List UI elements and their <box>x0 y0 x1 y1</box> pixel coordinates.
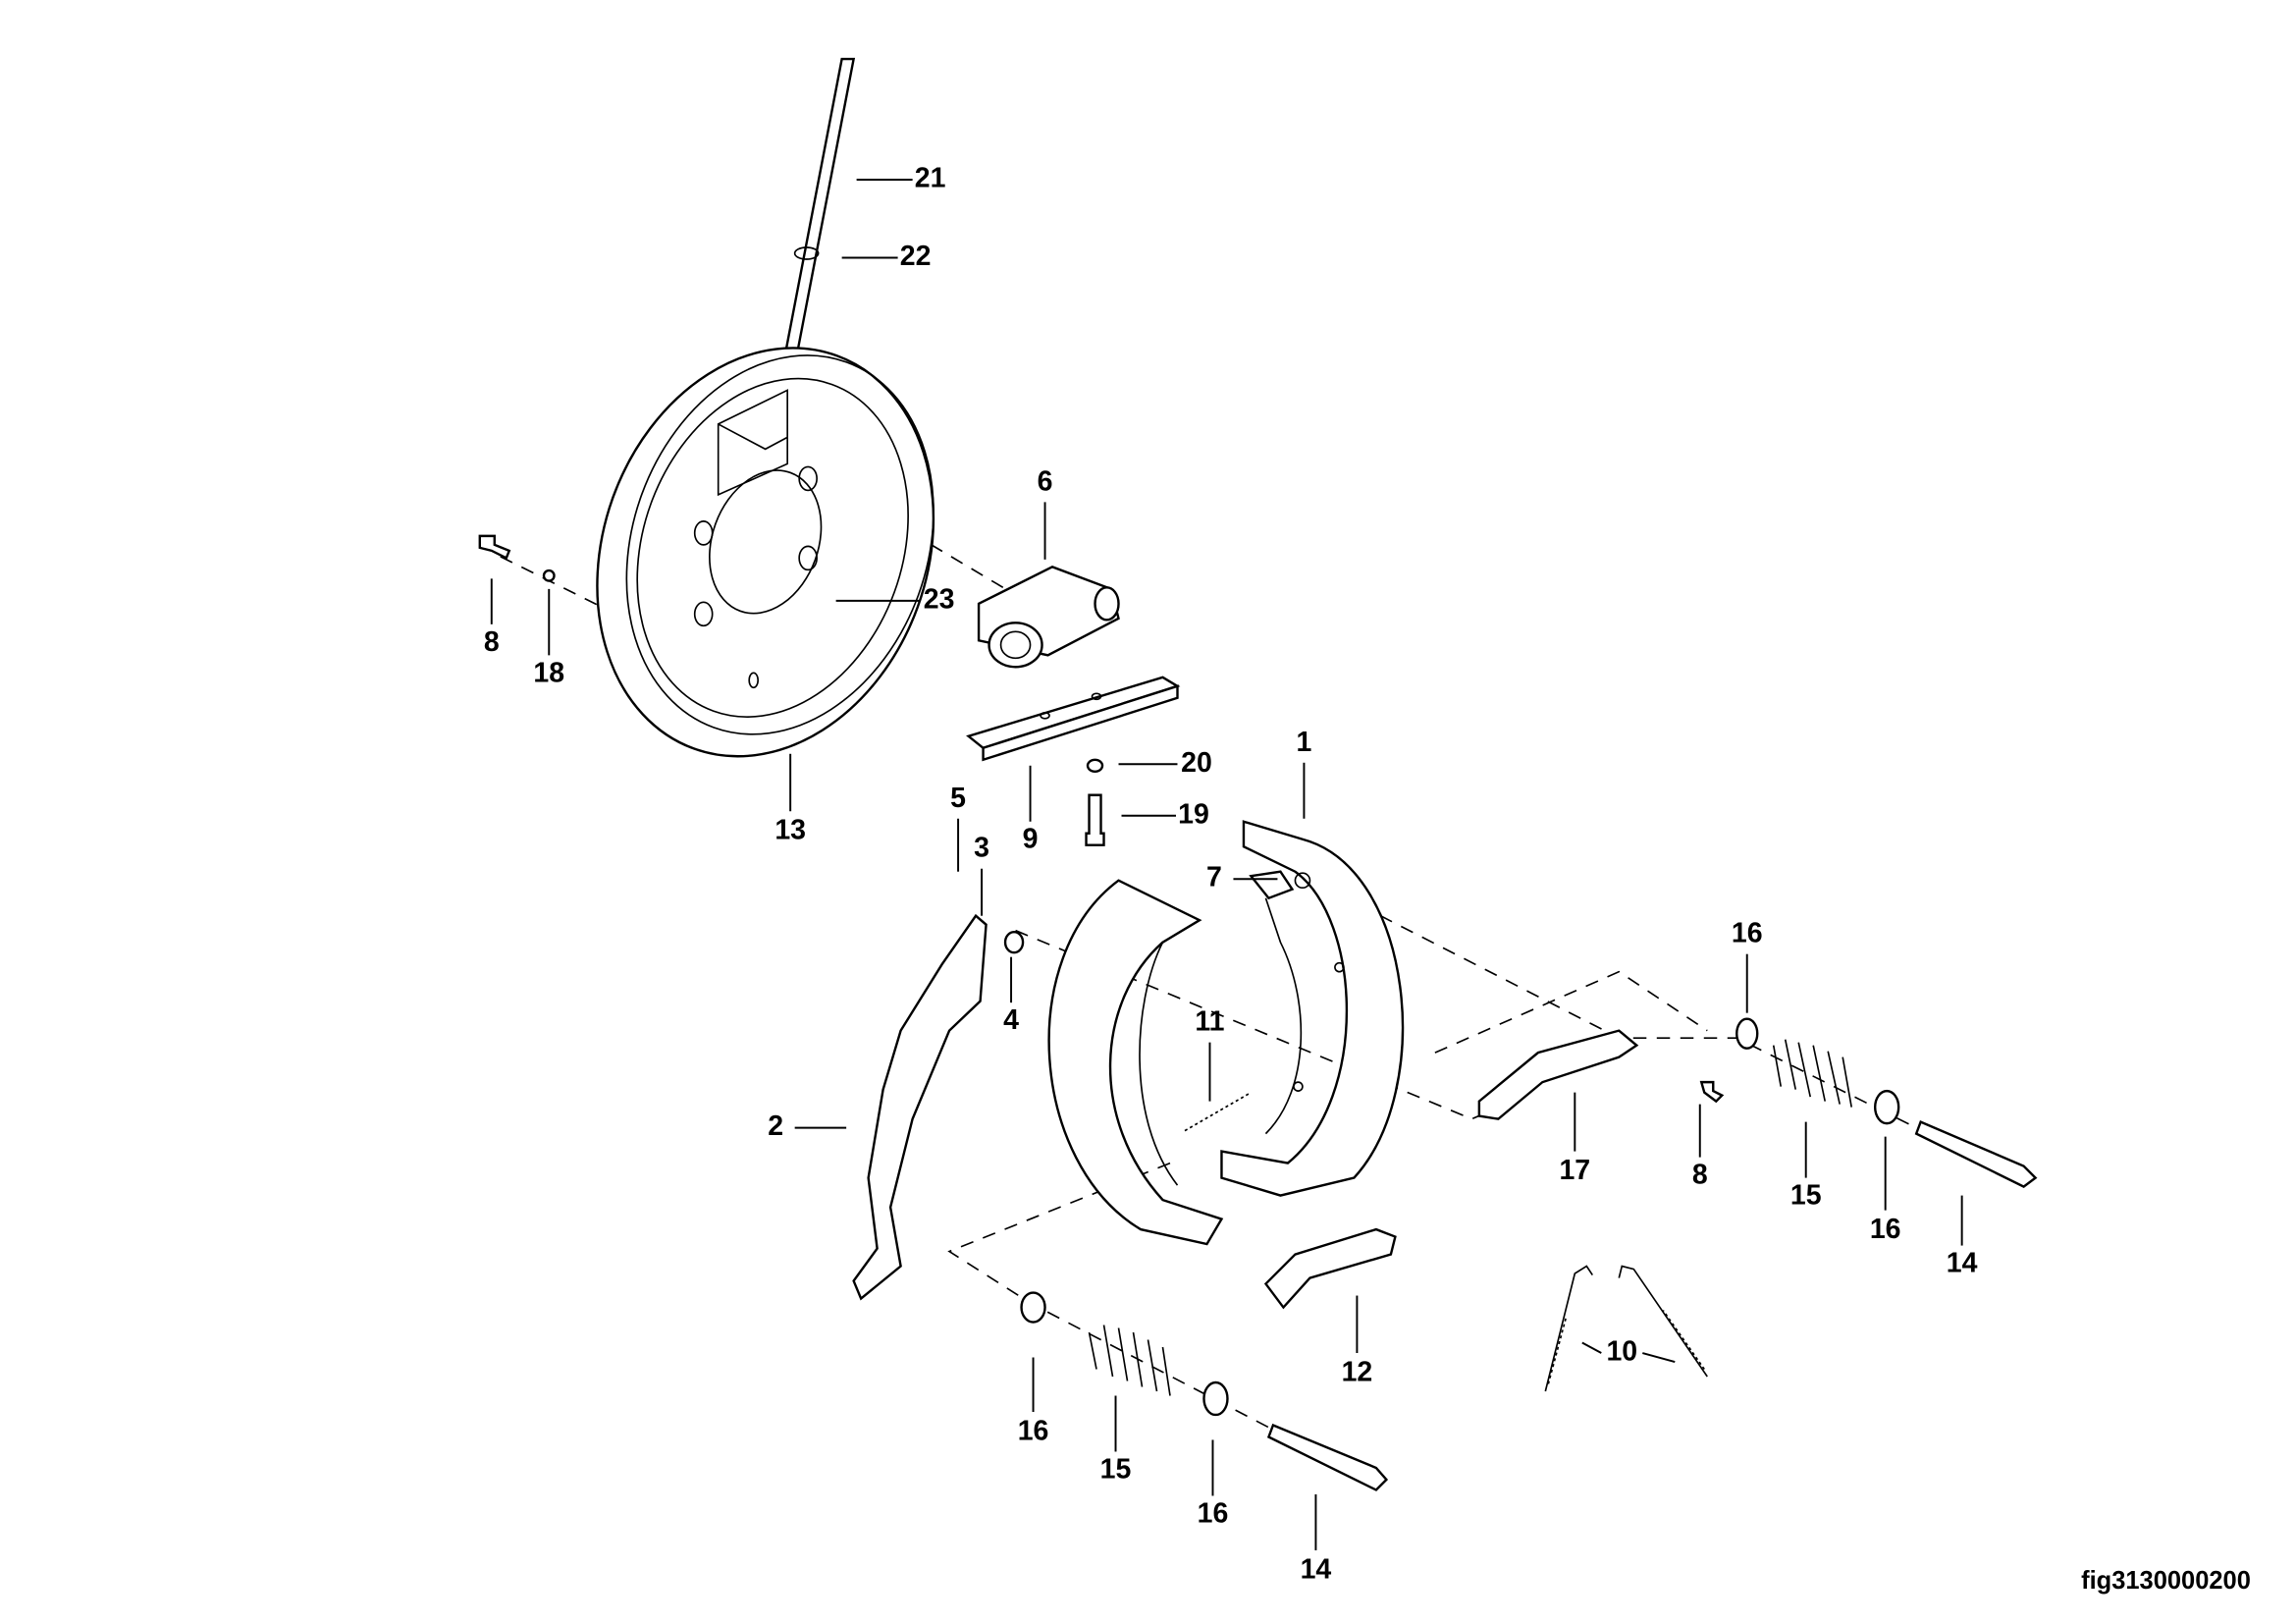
callout-5: 5 <box>950 783 966 814</box>
callout-20: 20 <box>1181 747 1212 779</box>
callout-2: 2 <box>768 1110 783 1142</box>
callout-17: 17 <box>1559 1155 1590 1186</box>
leader-lines <box>490 179 1963 1550</box>
callout-7: 7 <box>1206 862 1222 893</box>
bolt-part <box>478 534 511 561</box>
backing-plate <box>596 347 935 758</box>
callout-1: 1 <box>1297 727 1312 758</box>
leader-line <box>1581 1341 1602 1354</box>
callout-16: 16 <box>1018 1415 1049 1446</box>
leader-line <box>1642 1352 1676 1363</box>
callout-14: 14 <box>1301 1553 1332 1585</box>
callout-16: 16 <box>1870 1214 1901 1245</box>
callout-14: 14 <box>1947 1248 1978 1279</box>
callout-4: 4 <box>1003 1004 1019 1036</box>
callout-16: 16 <box>1732 918 1763 949</box>
hold-down-bottom <box>1020 1291 1389 1491</box>
callout-13: 13 <box>774 815 806 846</box>
bolt-part-19 <box>1085 793 1105 846</box>
callout-11: 11 <box>1195 1006 1224 1038</box>
callout-22: 22 <box>900 241 932 272</box>
cable-rod <box>784 57 856 352</box>
callout-12: 12 <box>1342 1357 1373 1388</box>
adjuster-screw <box>1263 1227 1397 1310</box>
figure-id: fig3130000200 <box>2081 1567 2251 1595</box>
callout-8: 8 <box>484 626 500 658</box>
return-springs <box>1544 1265 1708 1392</box>
shoe-spring <box>1184 1091 1252 1132</box>
callout-15: 15 <box>1100 1453 1132 1485</box>
brake-shoe-right <box>1220 820 1405 1197</box>
callout-9: 9 <box>1023 824 1039 855</box>
callout-21: 21 <box>915 163 946 194</box>
adjuster-plate <box>966 676 1181 762</box>
callout-23: 23 <box>924 583 955 615</box>
washer-part <box>1086 758 1104 773</box>
brake-shoe-left <box>1047 879 1224 1246</box>
callout-8: 8 <box>1692 1160 1708 1191</box>
callout-18: 18 <box>533 657 564 688</box>
brake-lever <box>852 913 988 1301</box>
callout-16: 16 <box>1198 1497 1229 1529</box>
adjuster-link <box>1477 1029 1639 1120</box>
callout-10: 10 <box>1606 1336 1637 1368</box>
nut-part <box>542 568 556 582</box>
callout-19: 19 <box>1178 798 1209 830</box>
callout-15: 15 <box>1790 1180 1822 1212</box>
callout-3: 3 <box>974 833 989 864</box>
callout-6: 6 <box>1038 465 1053 497</box>
washer-part-4 <box>1003 930 1025 954</box>
hold-down-right <box>1699 1017 2038 1188</box>
wheel-cylinder <box>977 566 1120 669</box>
